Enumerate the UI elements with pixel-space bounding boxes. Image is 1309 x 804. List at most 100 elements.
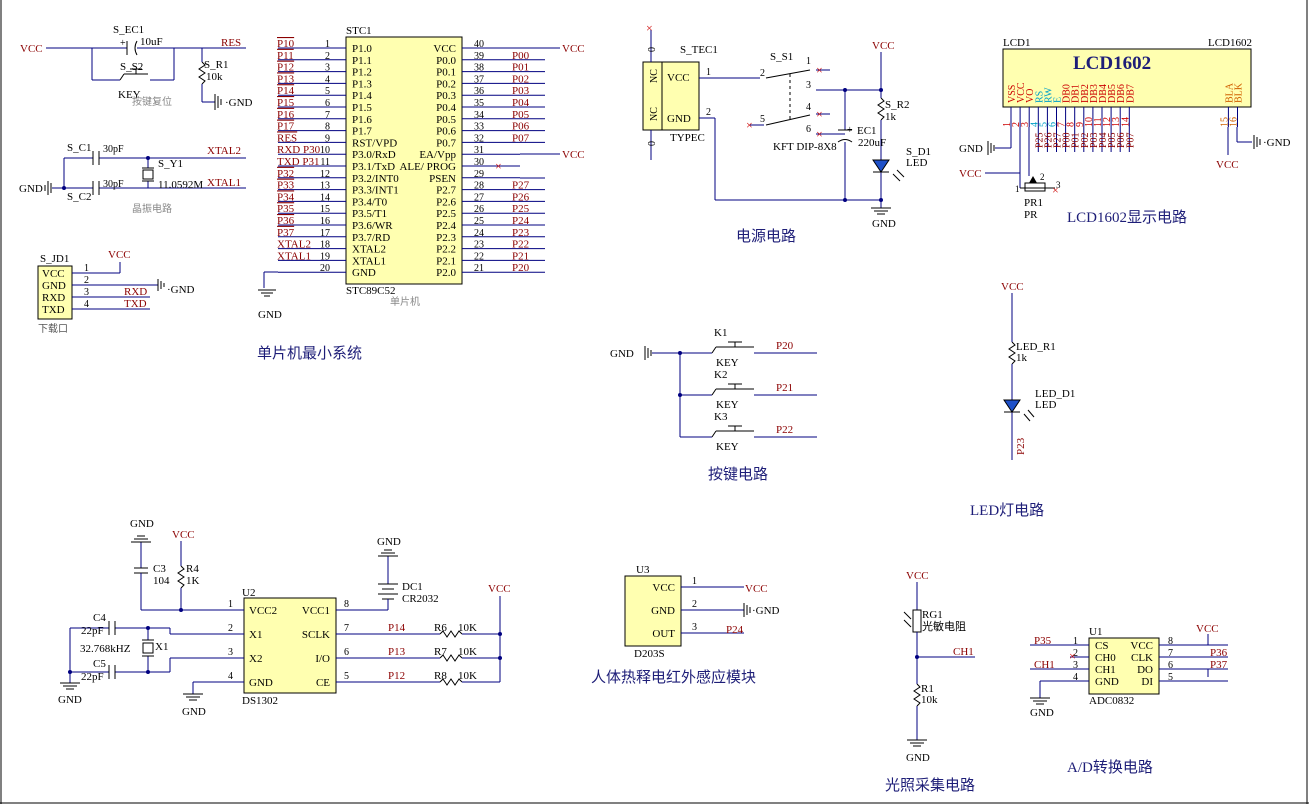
rtc-net-res-ref: R7	[434, 646, 447, 658]
rtc-c5-ref: C5	[93, 658, 106, 670]
section-title-led: LED灯电路	[970, 502, 1044, 519]
key-net: P20	[776, 340, 794, 352]
keys-junction-2	[678, 393, 682, 397]
mcu-right-pin-net: P03	[512, 85, 530, 97]
rtc-left-pin-name: X1	[249, 629, 262, 641]
adc-left-pin-num: 3	[1073, 660, 1078, 671]
pir-pin-name: VCC	[652, 582, 675, 594]
rtc-right-pin-name: I/O	[315, 653, 330, 665]
power-sw-pin3: 3	[806, 80, 811, 91]
rtc-gnd-bat: GND	[377, 536, 401, 548]
mcu-body	[345, 36, 463, 285]
rtc-gnd-left: GND	[58, 694, 82, 706]
lcd-pin-num: 3	[1020, 122, 1031, 127]
power-sw-pin6: 6	[806, 124, 811, 135]
section-title-lcd: LCD1602显示电路	[1067, 209, 1187, 226]
adc-part: ADC0832	[1089, 695, 1134, 707]
mcu-right-pin-name: P0.4	[436, 102, 456, 114]
lcd-pot-ref: PR1	[1024, 197, 1043, 209]
mcu-left-pin-name: GND	[352, 267, 376, 279]
pir-part: D203S	[634, 648, 665, 660]
lcd-gnd-right: ·GND	[1263, 137, 1291, 149]
power-nc-2: NC	[649, 107, 660, 121]
keys-junction-1	[678, 351, 682, 355]
rtc-net-res-value: 10K	[458, 622, 477, 634]
mcu-right-pin-num: 39	[474, 51, 484, 62]
crystal-xtal-ref: S_Y1	[158, 158, 183, 170]
download-header	[37, 262, 165, 320]
mcu-right-pin-name: P0.7	[436, 137, 456, 149]
lcd-pin-num: 10	[1084, 117, 1095, 127]
header-pin-net: TXD	[124, 298, 147, 310]
lcd-pin-num: 2	[1011, 122, 1022, 127]
reset-gnd-label: ·GND	[225, 97, 253, 109]
lcd-pin-num: 13	[1111, 117, 1122, 127]
mcu-right-pin-net: P02	[512, 73, 529, 85]
crystal-note: 晶振电路	[132, 202, 172, 215]
header-pin-name: VCC	[42, 268, 65, 280]
power-circuit	[642, 30, 905, 215]
rtc-right-pin-num: 6	[344, 647, 349, 658]
crystal-junction-1	[146, 156, 150, 160]
mcu-right-pin-num: 36	[474, 86, 484, 97]
lcd-pin-num: 11	[1093, 117, 1104, 127]
crystal-c2-ref: S_C2	[67, 191, 91, 203]
lcd-pin-name: DB4	[1098, 84, 1109, 103]
lcd-pin-num: 15	[1219, 117, 1230, 127]
header-pin-name: GND	[42, 280, 66, 292]
rtc-part: DS1302	[242, 695, 278, 707]
adc-right-pin-name: VCC	[1130, 640, 1153, 652]
mcu-left-pin-net: TXD P31	[277, 156, 319, 168]
mcu-right-pin-num: 28	[474, 181, 484, 192]
lcd-pin-name: DB5	[1107, 84, 1118, 103]
mcu-right-pin-net: P00	[512, 50, 530, 62]
led-ray-1	[1023, 413, 1031, 422]
reset-cap-value: 10uF	[140, 36, 163, 48]
rtc-ref: U2	[242, 587, 255, 599]
pir-gnd-symbol	[743, 603, 751, 617]
power-zero-bottom: 0	[647, 141, 658, 146]
mcu-left-pin-name: P1.4	[352, 90, 372, 102]
mcu-right-pin-num: 24	[474, 228, 484, 239]
mcu-left-pin-num: 8	[325, 122, 330, 133]
power-sw-pin5: 5	[760, 114, 765, 125]
mcu-left-pin-num: 3	[325, 63, 330, 74]
mcu-left-pin-net: RES	[277, 132, 297, 144]
pir-pin-num: 1	[692, 576, 697, 587]
mcu-right-pin-name: P0.5	[436, 114, 456, 126]
rtc-right-pin-num: 5	[344, 671, 349, 682]
power-sw-pin4: 4	[806, 102, 811, 113]
power-cap-value: 220uF	[858, 137, 886, 149]
lcd-pin-name: RS	[1034, 91, 1045, 103]
crystal-c1-ref: S_C1	[67, 142, 91, 154]
rtc-c4-ref: C4	[93, 612, 106, 624]
lcd-ref: LCD1	[1003, 37, 1031, 49]
header-ref: S_JD1	[40, 253, 69, 265]
rtc-left-pin-num: 1	[228, 599, 233, 610]
pir-pin-num: 2	[692, 599, 697, 610]
key-ref: K2	[714, 369, 727, 381]
mcu-left-pin-num: 19	[320, 251, 330, 262]
adc-ref: U1	[1089, 626, 1102, 638]
header-pin-net: RXD	[124, 286, 147, 298]
mcu-left-pin-num: 1	[325, 39, 330, 50]
mcu-left-pin-num: 5	[325, 86, 330, 97]
mcu-right-pin-num: 34	[474, 110, 484, 121]
mcu-left-pin-name: P3.3/INT1	[352, 185, 399, 197]
lcd-pin-name: VO	[1025, 89, 1036, 103]
mcu-left-pin-name: P3.0/RxD	[352, 149, 396, 161]
mcu-right-pin-net: P26	[512, 191, 530, 203]
mcu-left-pin-name: P1.1	[352, 55, 372, 67]
rtc-junction-3	[146, 670, 150, 674]
power-x-1: ×	[646, 21, 653, 35]
mcu-left-pin-name: P3.6/WR	[352, 220, 393, 232]
mcu-right-pin-num: 27	[474, 192, 484, 203]
adc-wires	[1030, 634, 1209, 705]
power-x-2: ×	[816, 63, 823, 77]
lcd-pin-name: DB2	[1080, 84, 1091, 103]
adc-right-pin-num: 6	[1168, 660, 1173, 671]
power-pin1: 1	[706, 67, 711, 78]
light-circuit	[903, 582, 975, 747]
rtc-right-pin-num: 8	[344, 599, 349, 610]
